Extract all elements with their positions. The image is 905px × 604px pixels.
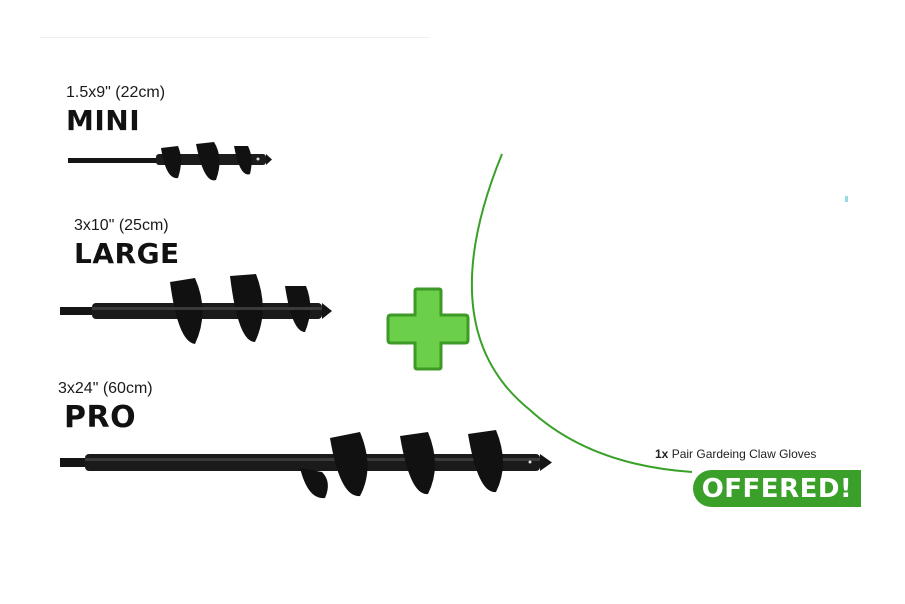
plus-icon [386, 287, 470, 371]
large-model-label: LARGE [74, 237, 180, 270]
mini-model-label: MINI [66, 104, 141, 137]
decorative-arc [470, 153, 693, 473]
large-size-label: 3x10" (25cm) [74, 217, 169, 234]
bonus-quantity: 1x [655, 447, 669, 461]
offered-badge-label: OFFERED! [701, 473, 853, 504]
bonus-gloves-text: 1x Pair Gardeing Claw Gloves [655, 447, 816, 461]
pro-size-label: 3x24" (60cm) [58, 380, 153, 397]
pro-model-label: PRO [64, 400, 137, 435]
speck [845, 196, 848, 202]
pro-auger-image [60, 430, 552, 499]
bonus-item: Pair Gardeing Claw Gloves [671, 447, 817, 461]
divider-line [40, 37, 430, 38]
mini-size-label: 1.5x9" (22cm) [66, 84, 166, 101]
large-auger-image [60, 274, 332, 344]
offered-badge: OFFERED! [693, 470, 861, 507]
mini-auger-image [68, 142, 272, 181]
